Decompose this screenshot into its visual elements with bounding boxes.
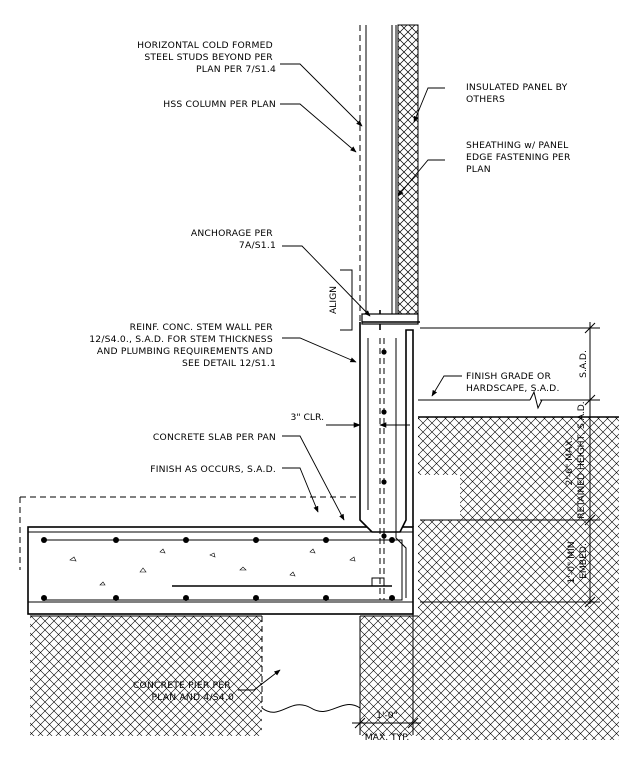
note-hss-column: HSS COLUMN PER PLAN	[163, 99, 276, 110]
bottom-dimension	[352, 614, 421, 735]
dim-width: 1'-0"	[376, 710, 398, 721]
finish-grade-line	[418, 390, 543, 410]
slab-footing	[19, 496, 414, 615]
dim-sad: S.A.D.	[578, 350, 589, 378]
vertical-dimension-string	[420, 322, 600, 608]
concrete-pier	[261, 616, 361, 713]
note-cold-formed-studs: HORIZONTAL COLD FORMED STEEL STUDS BEYON…	[137, 40, 276, 75]
stem-wall	[359, 310, 414, 600]
soil-hatching	[30, 416, 619, 740]
note-anchorage: ANCHORAGE PER 7A/S1.1	[191, 228, 276, 251]
note-concrete-slab: CONCRETE SLAB PER PAN	[153, 432, 276, 443]
leader-lines	[238, 63, 462, 691]
note-sheathing: SHEATHING w/ PANEL EDGE FASTENING PER PL…	[466, 140, 574, 175]
dim-align: ALIGN	[328, 286, 339, 314]
dim-clear: 3" CLR.	[290, 412, 324, 423]
wall-assembly	[359, 24, 420, 325]
dim-retained: 2'-6" MAX. RETAINED HEIGHT, S.A.D.	[564, 401, 587, 518]
note-stem-wall: REINF. CONC. STEM WALL PER 12/S4.0., S.A…	[89, 322, 276, 369]
note-concrete-pier: CONCRETE PIER PER PLAN AND 4/S4.0	[133, 680, 234, 703]
note-finish: FINISH AS OCCURS, S.A.D.	[150, 464, 276, 475]
dim-width-note: MAX. TYP.	[365, 732, 410, 743]
note-finish-grade: FINISH GRADE OR HARDSCAPE, S.A.D.	[466, 371, 560, 394]
note-insulated-panel: INSULATED PANEL BY OTHERS	[466, 82, 571, 105]
dim-embed: 1'-0" MIN EMBED.	[566, 538, 589, 583]
